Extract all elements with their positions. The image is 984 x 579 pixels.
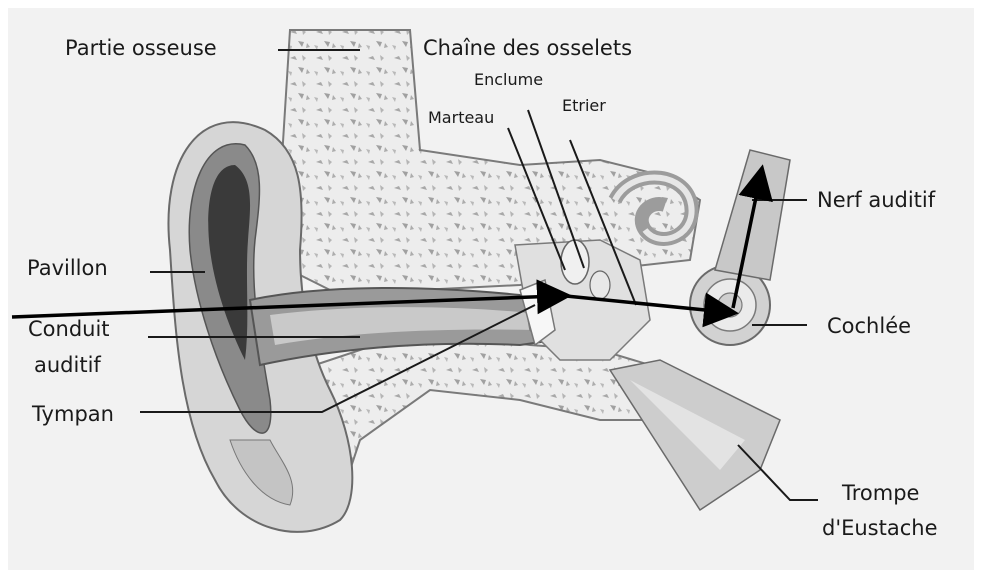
label-marteau: Marteau [428, 108, 494, 128]
label-chaine-osselets: Chaîne des osselets [423, 35, 632, 61]
temporal-bone [280, 30, 700, 290]
label-partie-osseuse: Partie osseuse [65, 35, 217, 61]
ossicle [561, 240, 589, 284]
ossicle [590, 271, 610, 299]
label-conduit: Conduit [28, 316, 110, 342]
label-auditif: auditif [34, 352, 101, 378]
label-pavillon: Pavillon [27, 255, 108, 281]
label-eustache: d'Eustache [822, 515, 938, 541]
label-enclume: Enclume [474, 70, 543, 90]
label-cochlee: Cochlée [827, 313, 911, 339]
label-tympan: Tympan [32, 401, 114, 427]
label-etrier: Etrier [562, 96, 606, 116]
label-trompe: Trompe [842, 480, 919, 506]
label-nerf-auditif: Nerf auditif [817, 187, 935, 213]
